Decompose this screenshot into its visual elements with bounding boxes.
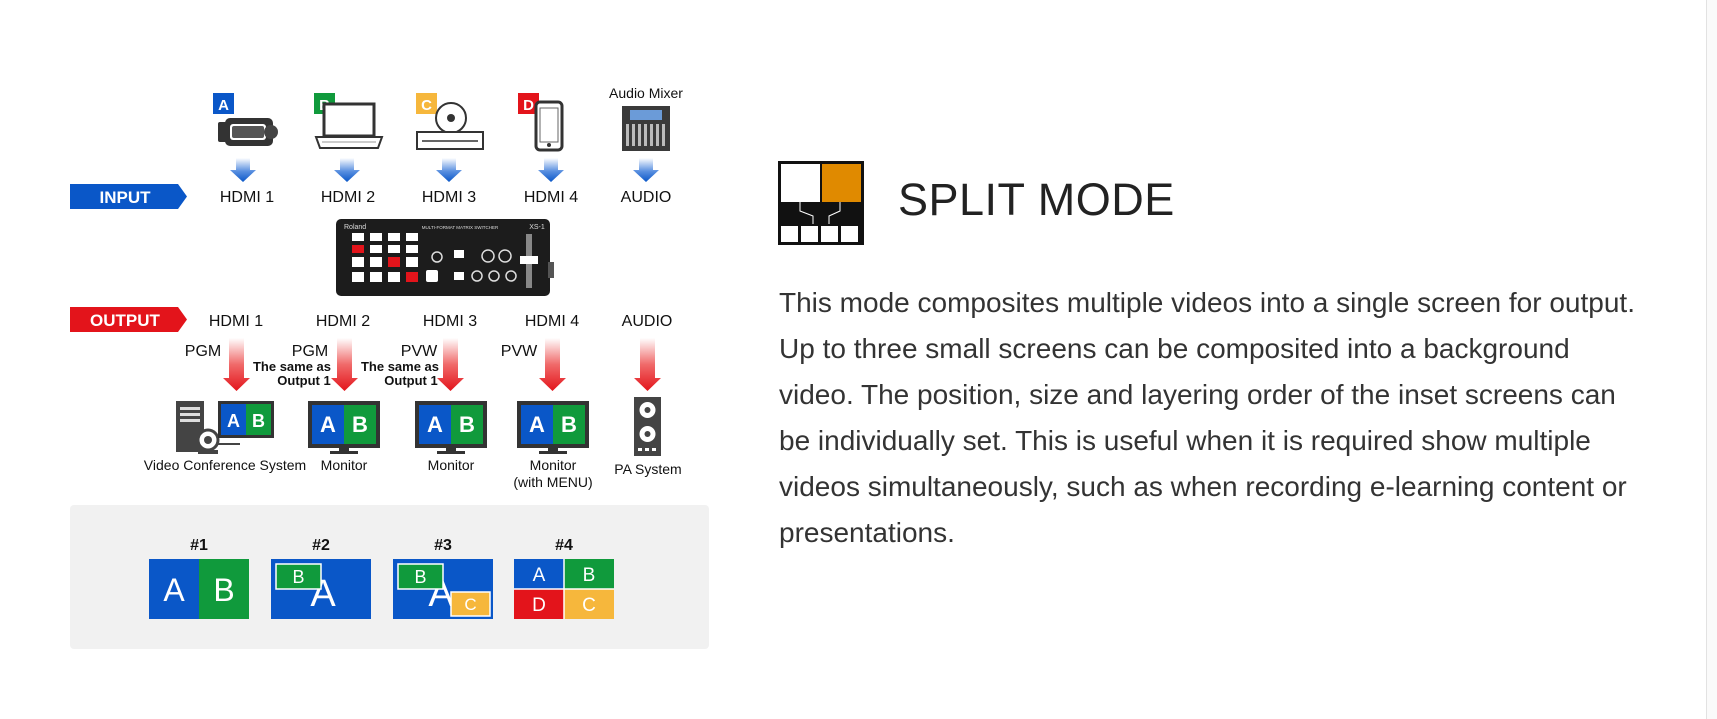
svg-text:B: B: [213, 572, 234, 608]
switcher-caption: MULTI-FORMAT MATRIX SWITCHER: [422, 225, 499, 230]
signal-flow-diagram: A B C D: [70, 85, 709, 649]
split-mode-icon: [778, 161, 864, 245]
output-tag: OUTPUT: [70, 307, 187, 332]
camcorder-icon: [218, 118, 278, 146]
destination-sublabel: (with MENU): [513, 474, 592, 490]
monitor-letter: A: [427, 412, 443, 437]
destination-label: Monitor: [321, 457, 368, 473]
switcher-model: XS-1: [529, 224, 545, 231]
monitor-icon: [308, 401, 380, 454]
video-switcher: Roland MULTI-FORMAT MATRIX SWITCHER XS-1: [336, 219, 554, 296]
svg-text:C: C: [464, 595, 476, 614]
laptop-icon: [314, 102, 384, 149]
monitor-icon: [517, 401, 589, 454]
signal-label: PVW: [401, 343, 438, 360]
monitor-letter: A: [320, 412, 336, 437]
layout-1: #1 A B: [149, 537, 249, 619]
output-port-label: HDMI 1: [209, 313, 263, 330]
dest-video-conference-system: A B Video Conference System: [144, 401, 306, 473]
svg-text:D: D: [532, 595, 546, 616]
signal-label: PGM: [185, 343, 221, 360]
layout-label: #1: [190, 537, 208, 554]
switcher-brand: Roland: [344, 224, 366, 231]
input-port-label: HDMI 3: [422, 189, 476, 206]
same-as-note: The same as: [253, 359, 331, 374]
audio-mixer-icon: [622, 106, 670, 151]
svg-text:INPUT: INPUT: [100, 188, 152, 207]
svg-text:B: B: [414, 567, 426, 587]
input-arrows: [230, 158, 659, 182]
input-port-label: HDMI 2: [321, 189, 375, 206]
output-port-label: HDMI 2: [316, 313, 370, 330]
destination-label: Monitor: [530, 457, 577, 473]
svg-text:C: C: [421, 97, 432, 114]
monitor-letter: B: [352, 412, 368, 437]
monitor-letter: A: [227, 411, 240, 431]
layout-label: #2: [312, 537, 330, 554]
output-port-label: AUDIO: [622, 313, 673, 330]
source-audio-mixer: Audio Mixer: [609, 85, 683, 151]
input-port-label: HDMI 1: [220, 189, 274, 206]
source-a-camcorder: A: [213, 93, 278, 146]
signal-label: PVW: [501, 343, 538, 360]
dest-monitor-1: A B Monitor: [308, 401, 380, 473]
disc-player-icon: [416, 102, 484, 150]
dest-pa-system: PA System: [614, 397, 682, 477]
page-scrollbar[interactable]: [1706, 0, 1717, 719]
speaker-icon: [634, 397, 661, 456]
layout-4: #4 A B D C: [514, 537, 614, 619]
mode-title: SPLIT MODE: [898, 174, 1175, 225]
webcam-icon: [196, 428, 240, 454]
destination-label: PA System: [614, 461, 681, 477]
same-as-note: The same as: [361, 359, 439, 374]
svg-text:Audio Mixer: Audio Mixer: [609, 85, 683, 101]
destination-label: Monitor: [428, 457, 475, 473]
output-signal-labels: PGM PGM PVW PVW The same as Output 1 The…: [185, 343, 538, 388]
dest-monitor-2: A B Monitor: [415, 401, 487, 473]
output-port-labels: HDMI 1 HDMI 2 HDMI 3 HDMI 4 AUDIO: [209, 313, 672, 330]
svg-text:D: D: [523, 97, 534, 114]
output-port-label: HDMI 3: [423, 313, 477, 330]
dest-monitor-with-menu: A B Monitor (with MENU): [513, 401, 593, 490]
source-d-smartphone: D: [518, 93, 564, 152]
input-port-label: AUDIO: [621, 189, 672, 206]
input-port-labels: HDMI 1 HDMI 2 HDMI 3 HDMI 4 AUDIO: [220, 189, 671, 206]
mode-description: This mode composites multiple videos int…: [779, 287, 1635, 548]
svg-text:A: A: [533, 565, 546, 586]
same-as-note: Output 1: [277, 373, 330, 388]
svg-text:C: C: [582, 595, 596, 616]
input-tag: INPUT: [70, 184, 187, 209]
svg-text:B: B: [583, 565, 596, 586]
same-as-note: Output 1: [384, 373, 437, 388]
monitor-letter: B: [252, 411, 265, 431]
layout-label: #4: [555, 537, 573, 554]
signal-label: PGM: [292, 343, 328, 360]
svg-text:B: B: [292, 567, 304, 587]
source-b-laptop: B: [314, 93, 384, 149]
monitor-icon: [415, 401, 487, 454]
monitor-letter: A: [529, 412, 545, 437]
input-port-label: HDMI 4: [524, 189, 578, 206]
layout-presets-panel: #1 A B #2 A B #3 A B C #4: [70, 505, 709, 649]
monitor-letter: B: [459, 412, 475, 437]
layout-3: #3 A B C: [393, 537, 493, 619]
layout-label: #3: [434, 537, 452, 554]
svg-text:A: A: [163, 572, 185, 608]
svg-text:OUTPUT: OUTPUT: [90, 311, 161, 330]
output-port-label: HDMI 4: [525, 313, 579, 330]
source-c-blu-ray-player: C: [416, 93, 484, 150]
monitor-letter: B: [561, 412, 577, 437]
destination-label: Video Conference System: [144, 457, 306, 473]
svg-text:A: A: [218, 97, 229, 114]
output-arrows: [223, 338, 661, 391]
layout-2: #2 A B: [271, 537, 371, 619]
smartphone-icon: [534, 100, 564, 152]
